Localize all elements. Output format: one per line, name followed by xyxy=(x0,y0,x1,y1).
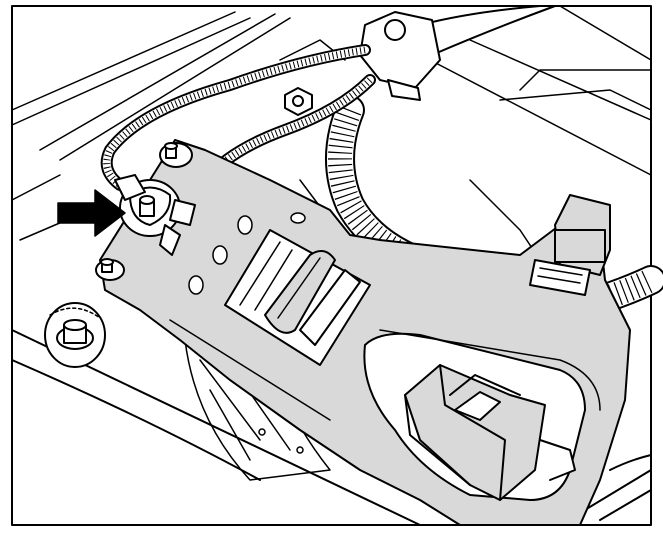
earth-terminal xyxy=(114,174,196,256)
lower-stud xyxy=(44,302,106,368)
background-bolt xyxy=(284,87,313,116)
bracket-studs xyxy=(95,142,193,281)
sensor-block xyxy=(404,364,576,501)
callout-arrow xyxy=(57,189,126,237)
upper-pipe xyxy=(359,5,556,101)
bracket-slot xyxy=(224,229,371,366)
bracket-holes xyxy=(188,212,306,295)
